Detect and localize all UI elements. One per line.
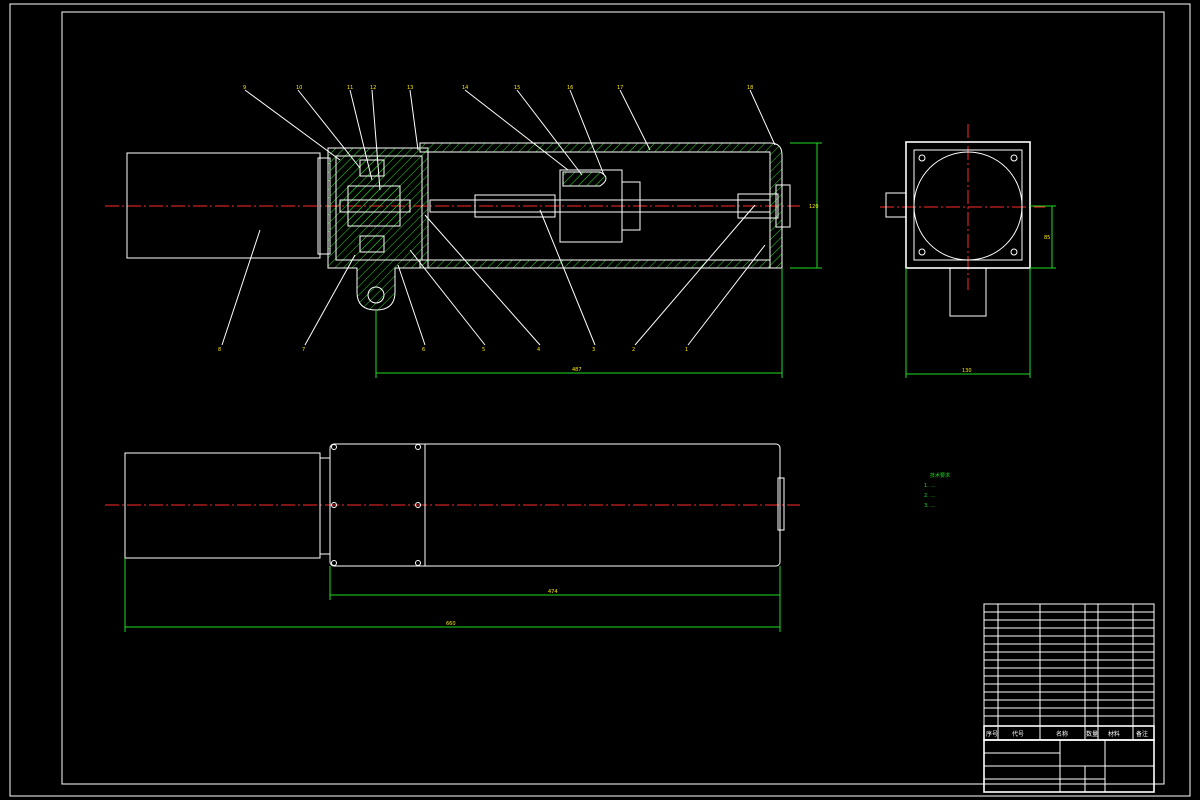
dim-130: 130 <box>962 368 972 374</box>
header-code: 代号 <box>1012 730 1024 738</box>
balloon-3: 3 <box>592 347 595 353</box>
balloon-13: 13 <box>407 85 413 91</box>
balloon-14: 14 <box>462 85 468 91</box>
header-remark: 备注 <box>1136 730 1148 738</box>
balloon-6: 6 <box>422 347 425 353</box>
plan-view: 474 660 <box>105 443 800 632</box>
side-view: 130 85 <box>880 124 1056 378</box>
dim-474: 474 <box>548 589 558 595</box>
balloon-4: 4 <box>537 347 540 353</box>
balloon-8: 8 <box>218 347 221 353</box>
inner-border <box>61 11 1165 785</box>
balloon-5: 5 <box>482 347 485 353</box>
title-block: 序号 代号 名称 数量 材料 备注 <box>983 603 1155 793</box>
dim-120: 120 <box>809 204 819 210</box>
balloon-16: 16 <box>567 85 573 91</box>
header-qty: 数量 <box>1086 730 1098 738</box>
note-1: 1. ... <box>924 483 936 489</box>
balloon-9: 9 <box>243 85 246 91</box>
technical-notes: 技术要求 1. ... 2. ... 3. ... <box>924 472 950 509</box>
balloon-11: 11 <box>347 85 353 91</box>
front-section-view: 9 10 11 12 13 14 15 16 17 18 8 7 6 5 4 3… <box>105 85 822 378</box>
balloon-2: 2 <box>632 347 635 353</box>
outer-border <box>9 3 1191 797</box>
dim-487: 487 <box>572 367 582 373</box>
header-material: 材料 <box>1108 730 1120 738</box>
balloon-10: 10 <box>296 85 302 91</box>
note-2: 2. ... <box>924 493 936 499</box>
header-no: 序号 <box>986 730 998 738</box>
balloon-18: 18 <box>747 85 753 91</box>
balloon-17: 17 <box>617 85 623 91</box>
balloon-12: 12 <box>370 85 376 91</box>
header-name: 名称 <box>1056 730 1068 738</box>
note-3: 3. ... <box>924 503 936 509</box>
dim-660: 660 <box>446 621 456 627</box>
balloon-15: 15 <box>514 85 520 91</box>
notes-title: 技术要求 <box>930 472 950 479</box>
balloon-1: 1 <box>685 347 688 353</box>
dim-85: 85 <box>1044 235 1050 241</box>
balloon-7: 7 <box>302 347 305 353</box>
